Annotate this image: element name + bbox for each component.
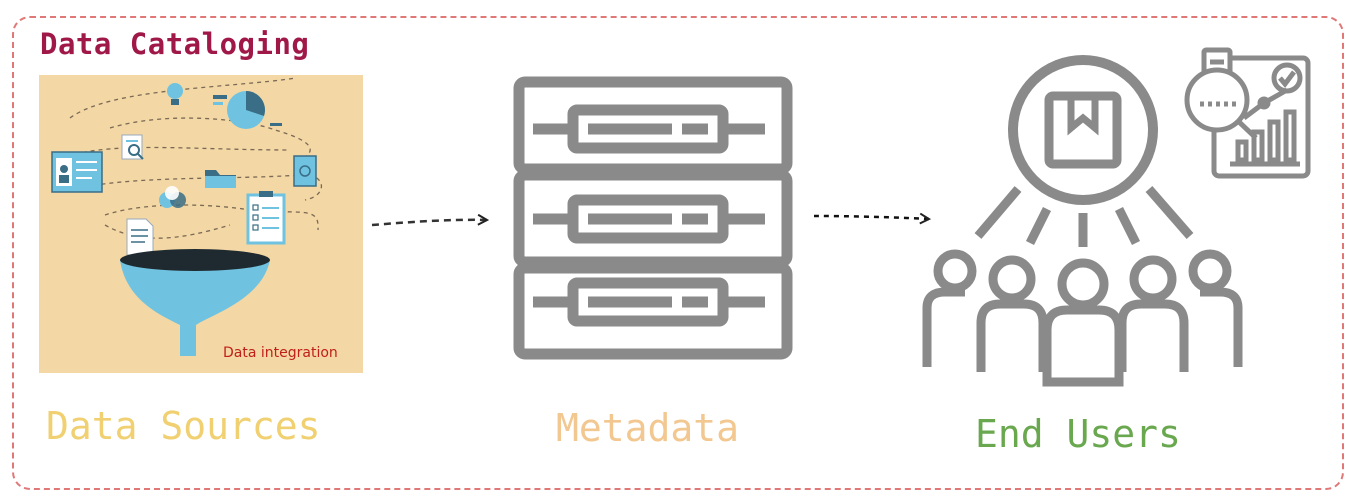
arrow-sources-to-metadata — [371, 220, 487, 227]
funnel-icon — [120, 249, 270, 356]
box-icon — [1044, 91, 1122, 169]
sources-panel — [39, 75, 363, 373]
data-sources-label: Data Sources — [46, 404, 321, 448]
document-magnifier-icon — [121, 134, 144, 160]
analytics-report-icon — [1184, 47, 1311, 179]
arrow-metadata-to-users — [813, 216, 929, 219]
diagram-frame — [12, 16, 1344, 490]
data-sources-illustration — [39, 75, 363, 373]
clipboard-icon — [246, 191, 286, 245]
book-icon — [293, 155, 317, 187]
lightbulb-icon — [167, 83, 183, 105]
pie-chart-icon — [213, 91, 282, 129]
data-integration-label: Data integration — [223, 345, 338, 361]
end-users-icon — [922, 55, 1243, 387]
id-card-icon — [51, 151, 103, 193]
venn-icon — [159, 186, 186, 208]
metadata-label: Metadata — [556, 406, 740, 450]
folder-icon — [205, 170, 236, 188]
document-icon — [126, 218, 154, 256]
diagram-title: Data Cataloging — [40, 27, 310, 61]
metadata-server-icon — [513, 76, 793, 360]
end-users-label: End Users — [975, 412, 1181, 456]
